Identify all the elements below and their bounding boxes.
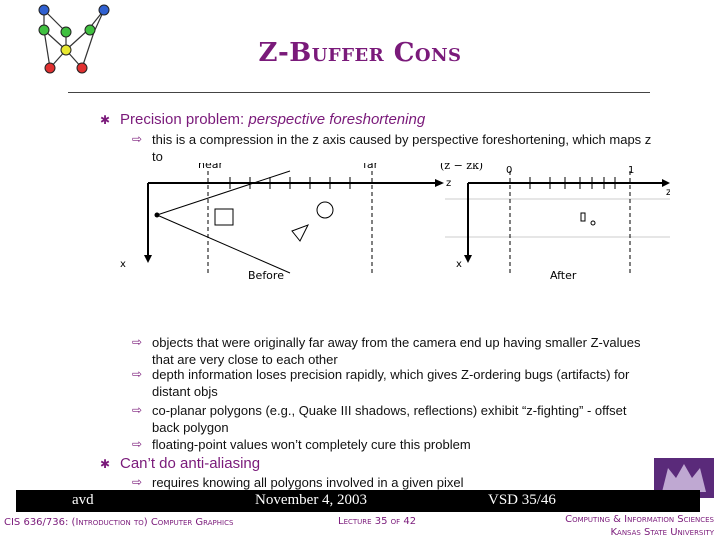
sub-bullet-text: depth information loses precision rapidl… [152, 367, 630, 399]
sub-bullet-text: floating-point values won’t completely c… [152, 437, 471, 452]
arrow-icon: ⇨ [132, 403, 143, 417]
department-name: Computing & Information Sciences [565, 514, 714, 525]
title-divider [68, 92, 650, 93]
before-z-label: z [446, 178, 451, 189]
sub-bullet-text: this is a compression in the z axis caus… [152, 132, 652, 164]
sub-bullet-depth-precision: ⇨ depth information loses precision rapi… [132, 366, 652, 400]
foreshortening-figure: (z − zk) near far z x Before [120, 163, 670, 282]
bullet-label: Can’t do anti-aliasing [120, 455, 261, 472]
sub-bullet-text: objects that were originally far away fr… [152, 335, 641, 367]
arrow-icon: ⇨ [132, 132, 143, 146]
university-name: Kansas State University [610, 527, 714, 538]
footer-bar [16, 490, 700, 512]
sub-bullet-far-objects: ⇨ objects that were originally far away … [132, 334, 652, 368]
lecture-number: Lecture 35 of 42 [338, 516, 417, 527]
footer-date: November 4, 2003 [255, 492, 368, 508]
course-name: CIS 636/736: (Introduction to) Computer … [4, 517, 234, 528]
sub-bullet-text: requires knowing all polygons involved i… [152, 475, 464, 490]
after-zero-label: 0 [506, 165, 512, 176]
arrow-icon: ⇨ [132, 475, 143, 489]
bullet-label: Precision problem: [120, 111, 249, 128]
after-x-label: x [456, 259, 462, 270]
footer-slide-code: VSD 35/46 [488, 492, 556, 508]
arrow-icon: ⇨ [132, 335, 143, 349]
bullet-star-icon: ✱ [100, 457, 111, 471]
sub-bullet-floating-point: ⇨ floating-point values won’t completely… [132, 436, 652, 453]
footer-author: avd [72, 492, 94, 508]
before-x-label: x [120, 259, 126, 270]
bullet-label-emphasis: perspective foreshortening [248, 111, 426, 128]
arrow-icon: ⇨ [132, 437, 143, 451]
bullet-precision: ✱ Precision problem: perspective foreshor… [100, 111, 425, 128]
before-panel: near far z x Before [120, 163, 451, 282]
course-logo-graph [38, 4, 110, 74]
sub-bullet-z-fighting: ⇨ co-planar polygons (e.g., Quake III sh… [132, 402, 652, 436]
after-panel: 0 1 z x After [445, 165, 670, 282]
sub-bullet-compression: ⇨ this is a compression in the z axis ca… [132, 131, 652, 165]
far-label: far [363, 163, 379, 171]
slide-title: Z-Buffer Cons [258, 38, 462, 68]
near-label: near [198, 163, 223, 171]
bullet-anti-aliasing: ✱ Can’t do anti-aliasing [100, 455, 260, 472]
before-caption: Before [248, 269, 284, 282]
after-caption: After [550, 269, 577, 282]
sub-bullet-text: co-planar polygons (e.g., Quake III shad… [152, 403, 627, 435]
after-z-label: z [666, 187, 670, 198]
bullet-star-icon: ✱ [100, 113, 111, 127]
arrow-icon: ⇨ [132, 367, 143, 381]
sub-bullet-polygons: ⇨ requires knowing all polygons involved… [132, 474, 652, 491]
formula-text: (z − zk) [440, 163, 483, 172]
after-one-label: 1 [628, 165, 634, 176]
